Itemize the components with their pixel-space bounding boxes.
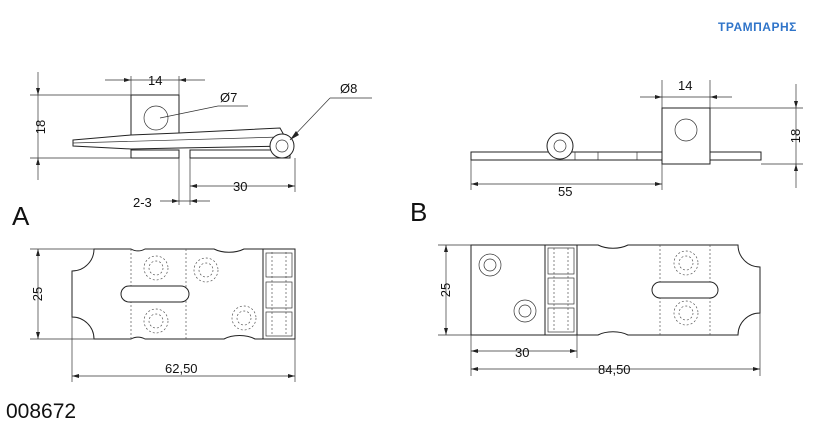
dim-a-pin: Ø8 [340, 81, 357, 96]
dim-a-offset: 30 [233, 179, 247, 194]
dim-b-offset: 30 [515, 345, 529, 360]
dim-b-plate-height: 25 [438, 283, 453, 297]
dim-a-hole: Ø7 [220, 90, 237, 105]
dim-a-plate-height: 25 [30, 287, 45, 301]
view-a-label: A [12, 201, 30, 231]
dim-a-height: 18 [33, 120, 48, 134]
dim-b-total-length: 84,50 [598, 362, 631, 377]
view-a-top [30, 248, 296, 382]
product-code: 008672 [6, 400, 77, 423]
view-b-top [438, 244, 761, 376]
view-b-side [470, 80, 803, 190]
dim-b-height: 18 [788, 129, 803, 143]
dim-b-width-top: 14 [678, 78, 692, 93]
dim-a-width-top: 14 [148, 73, 162, 88]
dim-a-total-length: 62,50 [165, 361, 198, 376]
view-b-label: B [410, 197, 427, 227]
dim-a-gap: 2-3 [133, 195, 152, 210]
dim-b-leaf: 55 [558, 184, 572, 199]
brand-logo: ΤΡΑΜΠΑΡΗΣ [718, 20, 797, 34]
view-a-side [30, 72, 372, 205]
